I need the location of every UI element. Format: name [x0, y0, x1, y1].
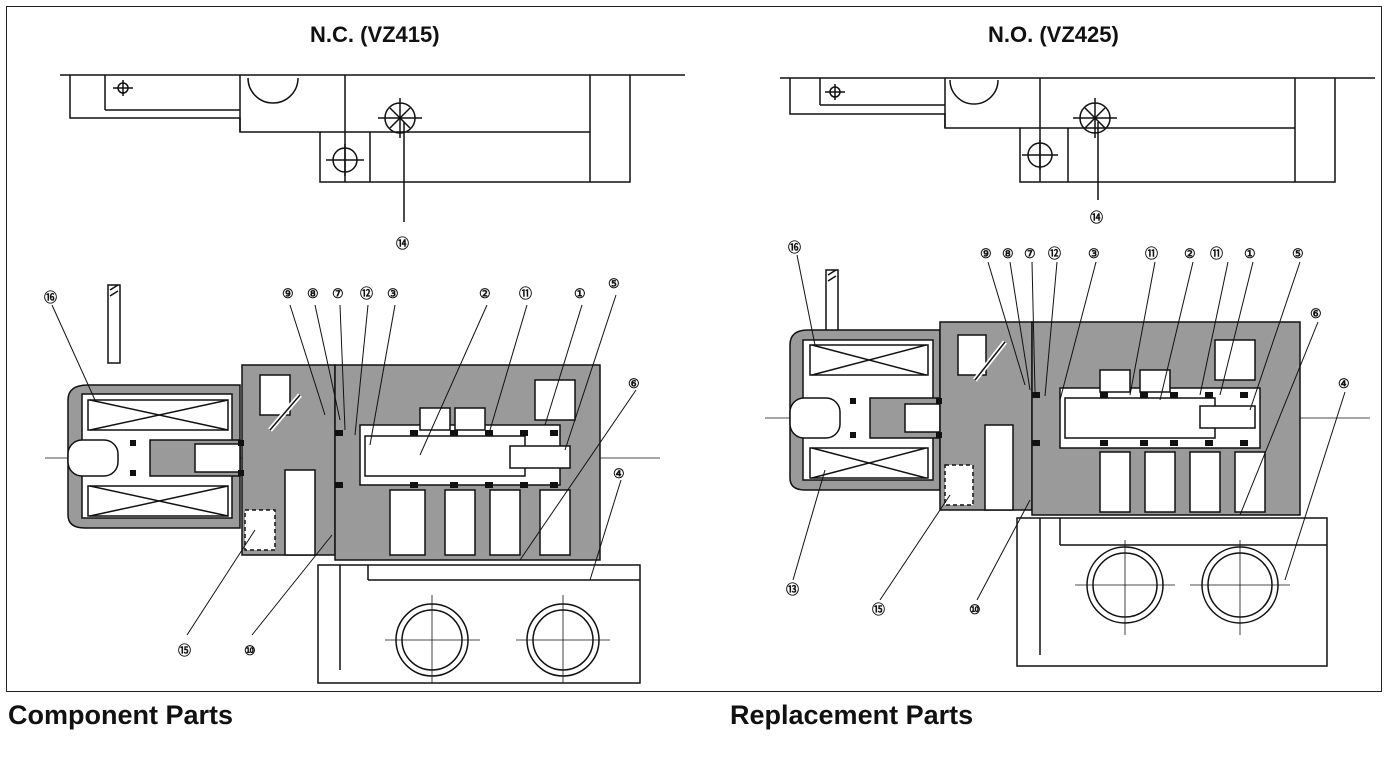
no-label-8: ⑧ [1002, 246, 1014, 261]
no-label-12: ⑫ [1048, 246, 1061, 261]
diagram-frame [6, 6, 1382, 692]
nc-label-5: ⑤ [608, 276, 620, 291]
no-title: N.O. (VZ425) [988, 22, 1119, 47]
no-label-11a: ⑪ [1145, 246, 1158, 261]
no-top-view [780, 77, 1375, 200]
no-label-5: ⑤ [1292, 246, 1304, 261]
no-label-11b: ⑪ [1210, 246, 1223, 261]
component-parts-heading: Component Parts [8, 700, 234, 730]
nc-valve-drawing [45, 74, 685, 684]
nc-part-labels: ⑯ ⑨ ⑧ ⑦ ⑫ ③ ② ⑪ ① ⑤ ⑥ ④ ⑭ ⑮ ⑩ [44, 236, 640, 658]
valve-drawings: ⑯ ⑨ ⑧ ⑦ ⑫ ③ ② ⑪ ① ⑤ ⑥ ④ ⑭ ⑮ ⑩ [44, 74, 1375, 684]
no-label-15: ⑮ [872, 602, 885, 617]
no-label-4: ④ [1338, 376, 1350, 391]
nc-label-7: ⑦ [332, 286, 344, 301]
nc-label-11: ⑪ [519, 286, 532, 301]
replacement-parts-heading: Replacement Parts [730, 700, 974, 730]
no-label-2: ② [1184, 246, 1196, 261]
no-label-16: ⑯ [788, 240, 801, 255]
nc-label-2: ② [479, 286, 491, 301]
nc-top-view [60, 74, 685, 222]
nc-label-14: ⑭ [396, 236, 409, 251]
nc-label-1: ① [574, 286, 586, 301]
nc-label-15: ⑮ [178, 643, 191, 658]
nc-section-view [45, 284, 660, 684]
nc-label-3: ③ [387, 286, 399, 301]
no-section-view [765, 254, 1370, 667]
no-label-9: ⑨ [980, 246, 992, 261]
nc-label-4: ④ [613, 466, 625, 481]
no-label-1: ① [1244, 246, 1256, 261]
nc-label-16: ⑯ [44, 290, 57, 305]
nc-label-12: ⑫ [360, 286, 373, 301]
nc-label-8: ⑧ [307, 286, 319, 301]
no-label-7: ⑦ [1024, 246, 1036, 261]
no-label-3: ③ [1088, 246, 1100, 261]
nc-title: N.C. (VZ415) [310, 22, 440, 47]
no-label-14: ⑭ [1090, 210, 1103, 225]
no-label-10: ⑩ [969, 602, 981, 617]
no-part-labels: ⑯ ⑨ ⑧ ⑦ ⑫ ③ ⑪ ② ⑪ ① ⑤ ⑥ ④ ⑭ ⑬ ⑮ ⑩ [786, 210, 1350, 617]
nc-label-9: ⑨ [282, 286, 294, 301]
no-label-13: ⑬ [786, 582, 799, 597]
nc-label-10: ⑩ [244, 643, 256, 658]
nc-label-6: ⑥ [628, 376, 640, 391]
no-label-6: ⑥ [1310, 306, 1322, 321]
no-valve-drawing [765, 77, 1375, 667]
